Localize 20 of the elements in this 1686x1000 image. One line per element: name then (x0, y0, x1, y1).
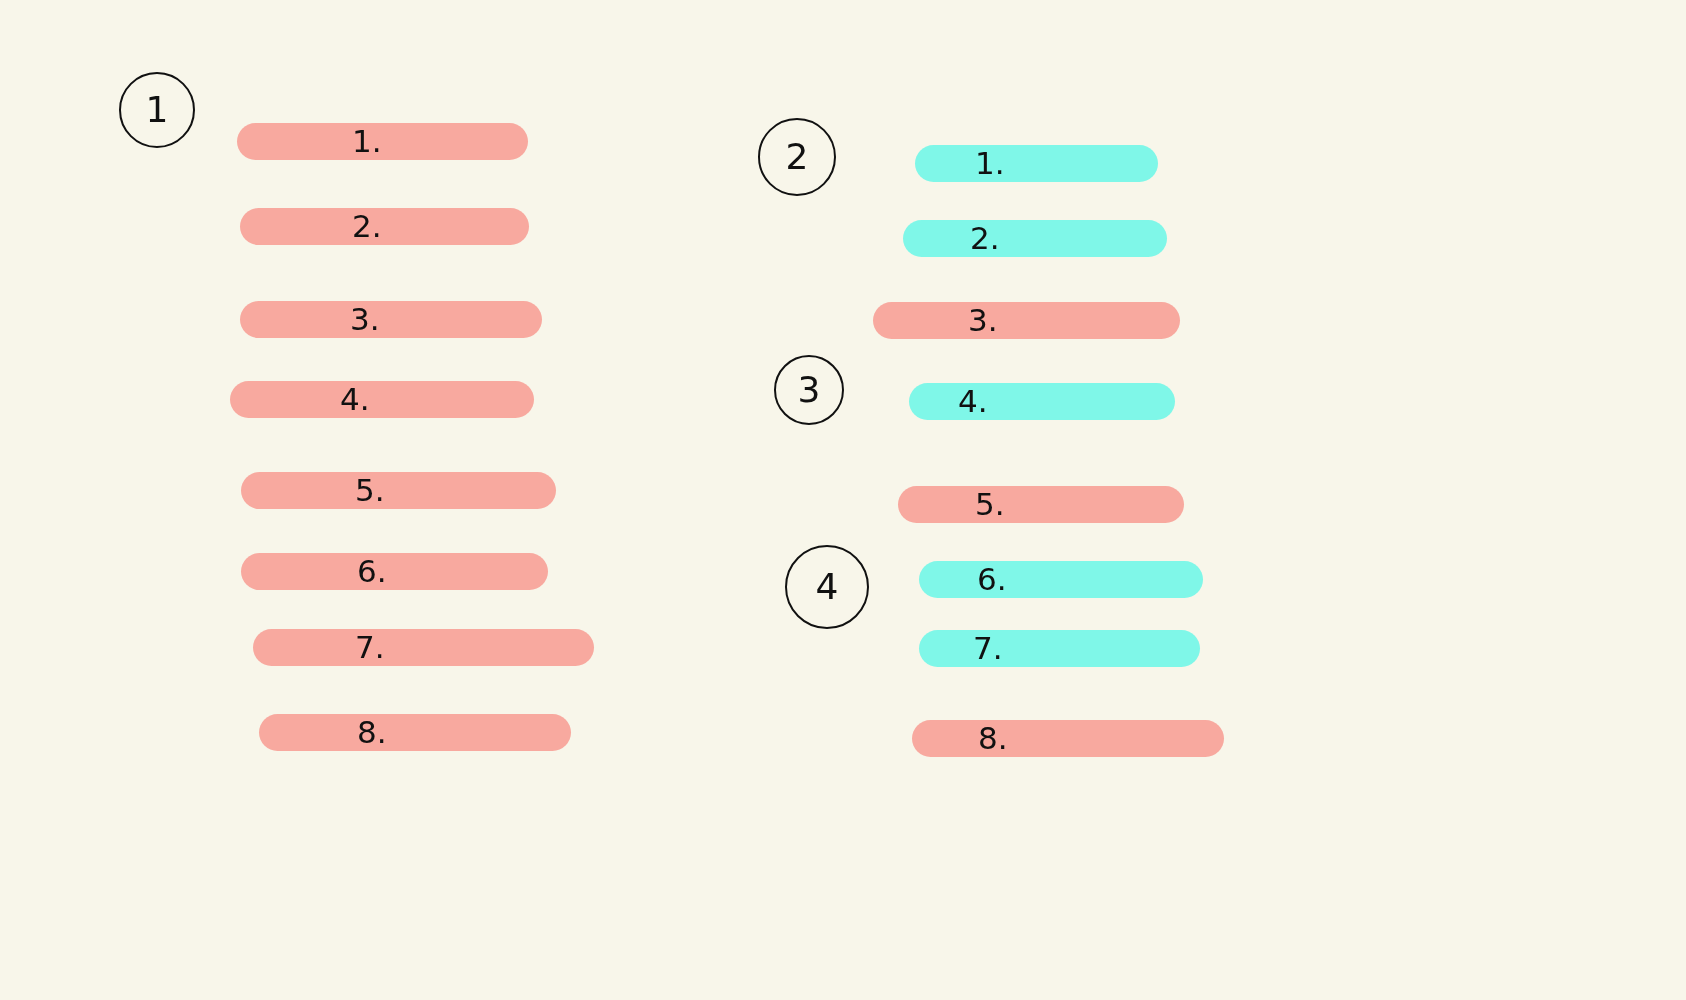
highlight-bar: 7. (253, 629, 594, 666)
highlight-bar: 1. (237, 123, 528, 160)
highlight-bar: 5. (241, 472, 556, 509)
highlight-bar: 4. (230, 381, 534, 418)
circled-number: 2 (758, 118, 836, 196)
highlight-bar: 6. (241, 553, 548, 590)
highlight-bar: 7. (919, 630, 1200, 667)
highlight-bar: 8. (912, 720, 1224, 757)
highlight-bar: 6. (919, 561, 1203, 598)
circled-number: 4 (785, 545, 869, 629)
circled-number: 3 (774, 355, 844, 425)
highlight-bar: 5. (898, 486, 1184, 523)
highlight-bar: 4. (909, 383, 1175, 420)
highlight-bar: 2. (240, 208, 529, 245)
highlight-bar: 3. (873, 302, 1180, 339)
circled-number: 1 (119, 72, 195, 148)
highlight-bar: 2. (903, 220, 1167, 257)
highlight-bar: 3. (240, 301, 542, 338)
highlight-bar: 1. (915, 145, 1158, 182)
highlight-bar: 8. (259, 714, 571, 751)
